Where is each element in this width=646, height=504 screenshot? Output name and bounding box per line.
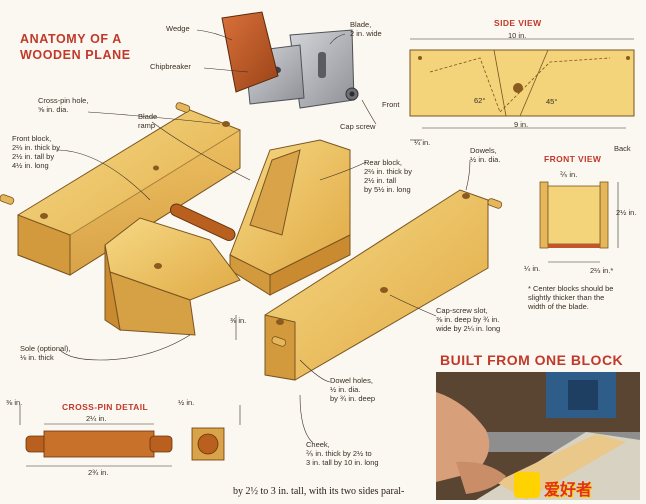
logo-text: 爱好者 — [544, 480, 593, 499]
label-cheek: Cheek, ⅖ in. thick by 2½ to 3 in. tall b… — [306, 440, 379, 467]
blade-assembly — [221, 11, 359, 109]
label-chipbreaker: Chipbreaker — [150, 62, 191, 71]
right-cheek — [264, 189, 489, 381]
cross-pin-right-dim: ½ in. — [178, 398, 195, 407]
label-three-eighths: ⅜ in. — [230, 316, 247, 325]
side-view-angle-left: 62° — [474, 96, 486, 105]
label-dowels: Dowels, ½ in. dia. — [470, 146, 501, 164]
front-view-bottom-left: ¼ in. — [524, 264, 541, 273]
front-view-width: 2⅔ in.* — [590, 266, 614, 275]
label-blade-ramp: Blade ramp — [138, 112, 158, 130]
body-text-fragment: by 2½ to 3 in. tall, with its two sides … — [233, 486, 405, 497]
side-view-angle-right: 45° — [546, 97, 558, 106]
logo-mark-icon — [514, 472, 540, 498]
side-view-length-top: 10 in. — [508, 31, 527, 40]
side-view-heading: SIDE VIEW — [494, 18, 542, 28]
cross-pin — [169, 203, 236, 242]
diagram-title: ANATOMY OF A WOODEN PLANE — [20, 31, 131, 63]
side-view-length-bottom: 9 in. — [514, 120, 529, 129]
diagram-title-line1: ANATOMY OF A — [20, 32, 122, 46]
label-sole: Sole (optional), ⅛ in. thick — [20, 344, 71, 362]
front-view-note: * Center blocks should be slightly thick… — [528, 284, 614, 311]
side-view-back: Back — [614, 144, 631, 153]
front-view-heading: FRONT VIEW — [544, 154, 602, 164]
cross-pin-left-dim: ⅜ in. — [6, 398, 23, 407]
side-view-quarter: ¼ in. — [414, 138, 431, 147]
front-block — [104, 217, 241, 336]
label-front-block: Front block, 2⅔ in. thick by 2½ in. tall… — [12, 134, 60, 170]
label-dowel-holes: Dowel holes, ½ in. dia. by ¾ in. deep — [330, 376, 376, 403]
label-rear-block: Rear block, 2⅔ in. thick by 2½ in. tall … — [364, 158, 412, 194]
label-blade: Blade, 2 in. wide — [350, 20, 382, 38]
dowels — [0, 102, 503, 347]
front-view-height: 2½ in. — [616, 208, 637, 217]
cross-pin-heading: CROSS-PIN DETAIL — [62, 402, 149, 412]
photo-title: BUILT FROM ONE BLOCK — [440, 352, 624, 368]
site-logo: 爱好者 — [510, 470, 640, 502]
label-cap-screw: Cap screw — [340, 122, 376, 131]
diagram-title-line2: WOODEN PLANE — [20, 48, 131, 62]
front-view-top: ⅖ in. — [560, 170, 578, 179]
side-view-front: Front — [382, 100, 400, 109]
label-cross-pin-hole: Cross-pin hole, ⅝ in. dia. — [38, 96, 89, 114]
cross-pin-total: 2¾ in. — [88, 468, 109, 477]
side-view — [409, 38, 635, 141]
label-wedge: Wedge — [166, 24, 190, 33]
rear-block — [229, 139, 351, 296]
front-view — [539, 181, 619, 263]
cross-pin-detail — [19, 405, 241, 467]
cross-pin-middle-dim: 2¼ in. — [86, 414, 107, 423]
label-cap-screw-slot: Cap-screw slot, ⅜ in. deep by ¾ in. wide… — [436, 306, 501, 333]
